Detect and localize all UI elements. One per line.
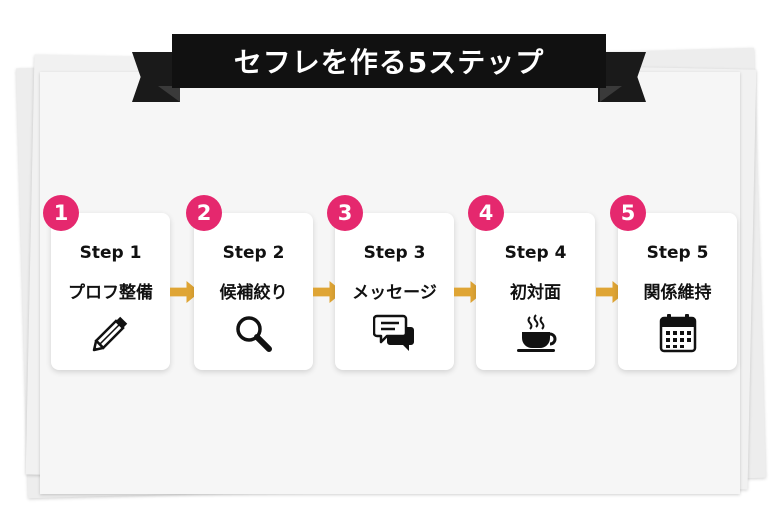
step-label: Step 3 xyxy=(363,243,426,263)
step-card-2: Step 2 候補絞り xyxy=(194,213,313,370)
step-label: Step 1 xyxy=(79,243,142,263)
step-label: Step 5 xyxy=(646,243,709,263)
step-label: Step 4 xyxy=(504,243,567,263)
ribbon-right-fold xyxy=(600,86,622,102)
step-card-1: Step 1 プロフ整備 xyxy=(51,213,170,370)
step-card-5: Step 5 関係維持 xyxy=(618,213,737,370)
page-title: セフレを作る5ステップ xyxy=(233,46,545,79)
step-name: プロフ整備 xyxy=(68,283,153,303)
step-name: メッセージ xyxy=(352,283,437,303)
title-ribbon: セフレを作る5ステップ xyxy=(0,0,780,120)
step-number-badge-2: 2 xyxy=(186,195,222,231)
ribbon-banner: セフレを作る5ステップ xyxy=(172,34,606,88)
step-name: 候補絞り xyxy=(219,283,288,303)
chat-bubbles-icon xyxy=(372,314,414,351)
step-label: Step 2 xyxy=(222,243,285,263)
ribbon-left-fold xyxy=(158,86,180,102)
step-number-badge-1: 1 xyxy=(43,195,79,231)
step-number-badge-5: 5 xyxy=(610,195,646,231)
step-number-badge-3: 3 xyxy=(327,195,363,231)
step-name: 関係維持 xyxy=(643,283,712,303)
step-number-badge-4: 4 xyxy=(468,195,504,231)
coffee-cup-icon xyxy=(516,314,556,352)
calendar-icon xyxy=(659,314,696,353)
step-card-3: Step 3 メッセージ xyxy=(335,213,454,370)
pencil-icon xyxy=(92,316,127,352)
step-card-4: Step 4 初対面 xyxy=(476,213,595,370)
step-name: 初対面 xyxy=(510,283,561,303)
magnifier-icon xyxy=(235,316,272,352)
